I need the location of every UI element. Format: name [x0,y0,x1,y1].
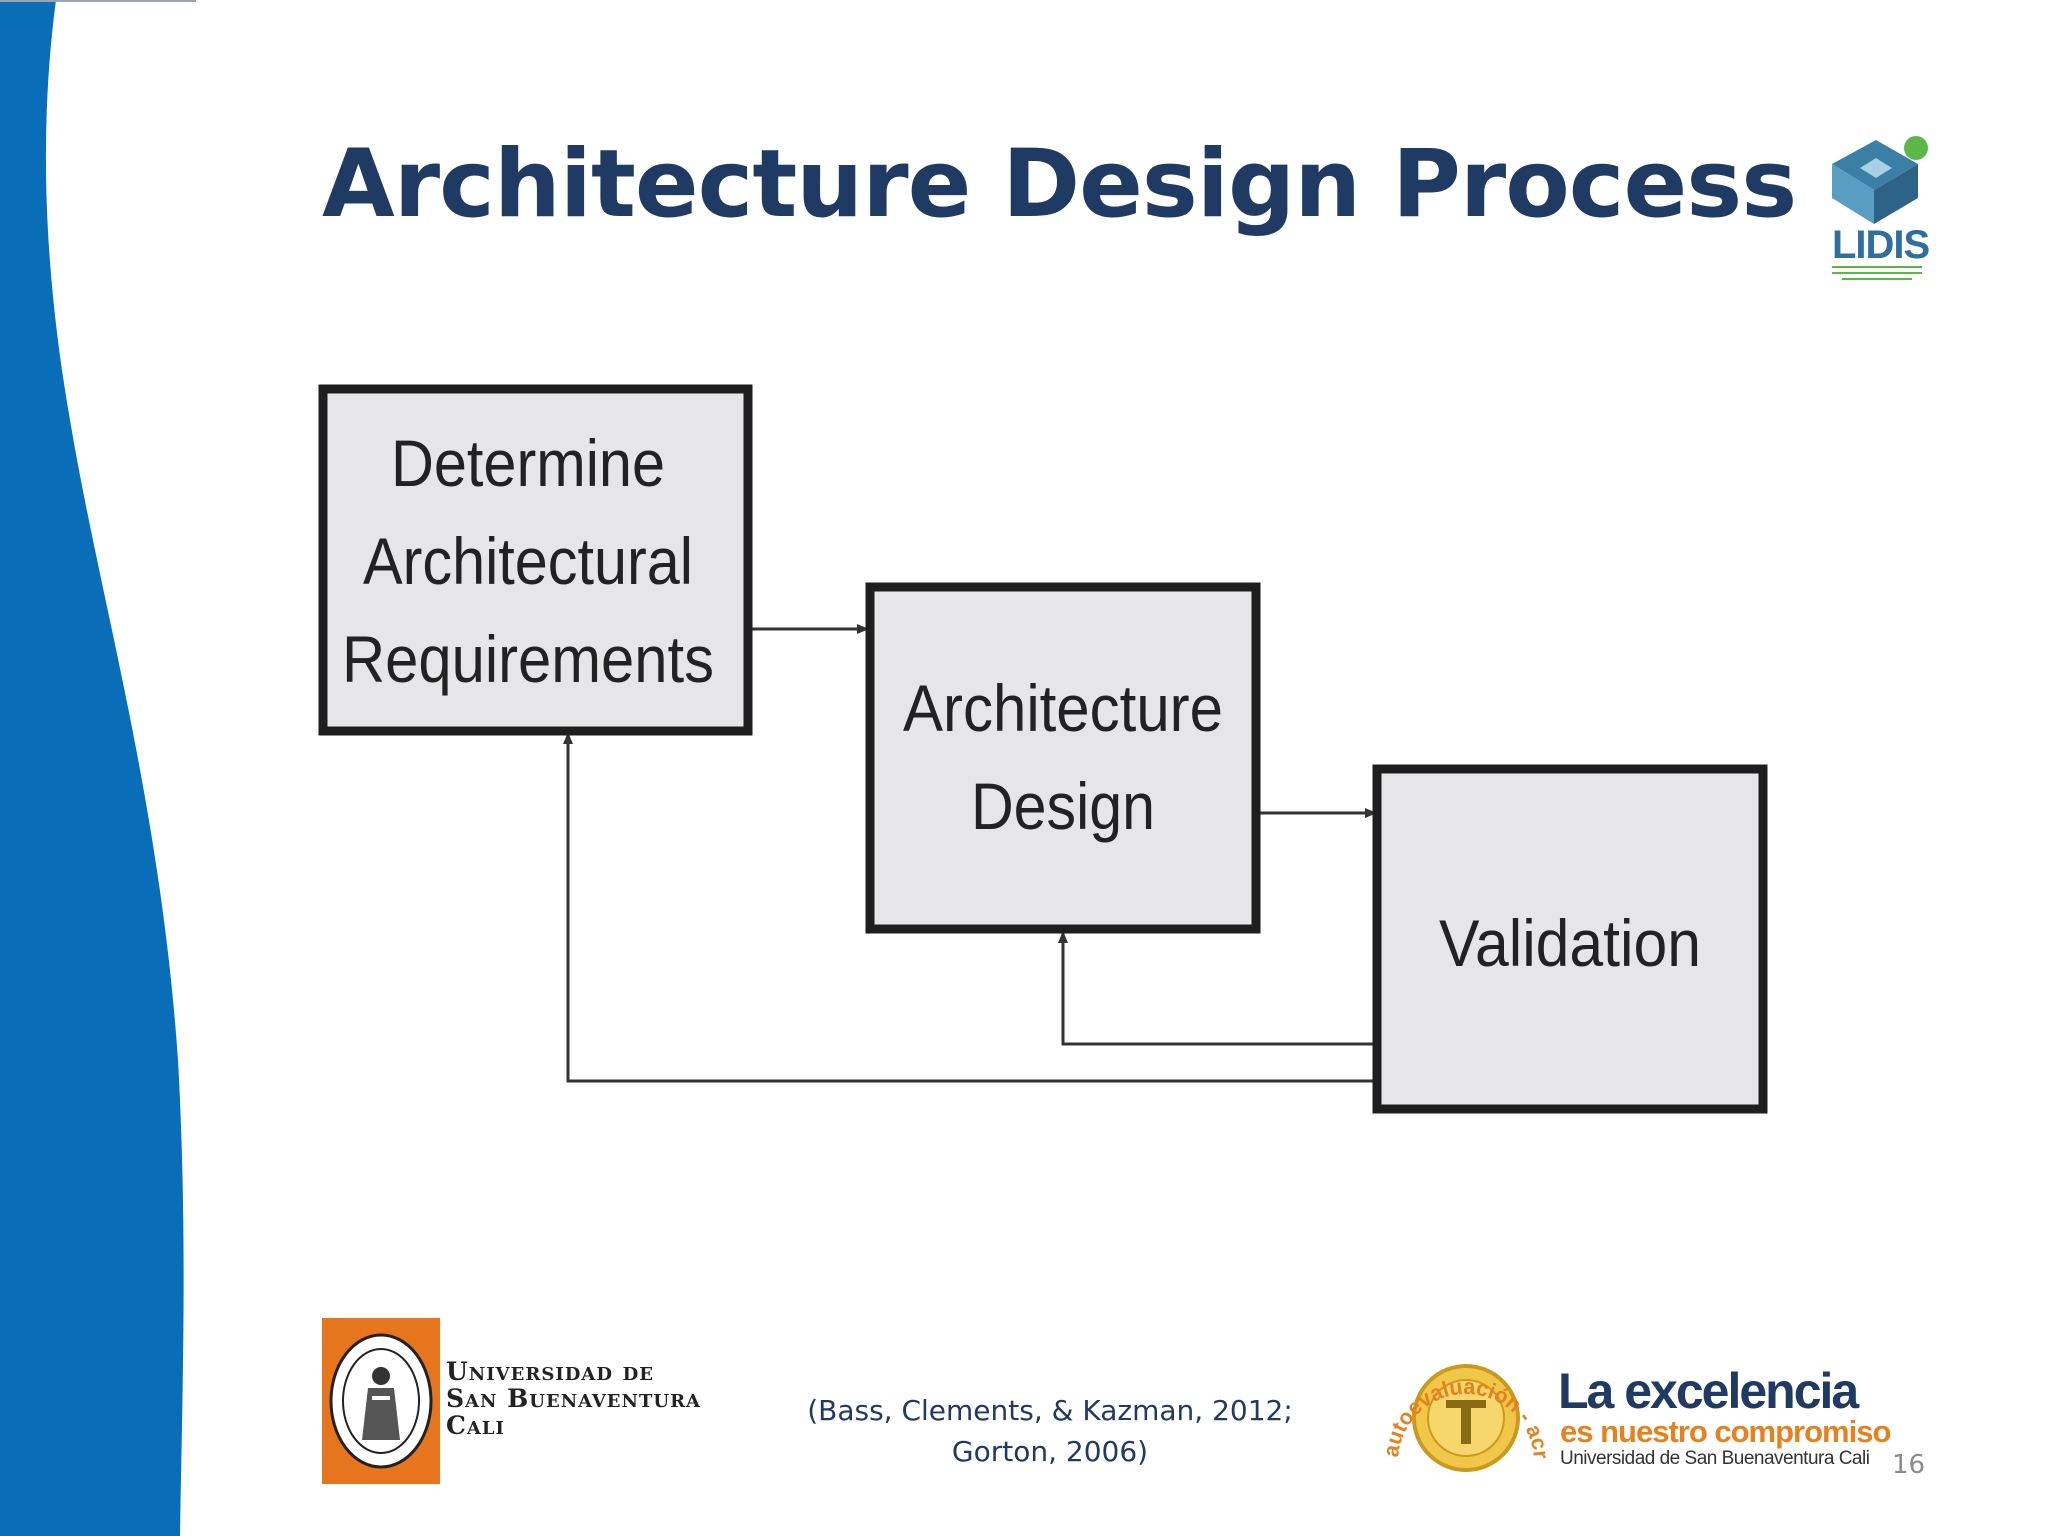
lidis-wordmark: LIDIS [1832,223,1930,267]
accreditation-logo: autoevaluación - acreditación La excelen… [1369,1302,1896,1492]
slide-title: Architecture Design Process [322,130,1797,239]
node-determine-requirements: Determine Architectural Requirements [318,384,753,736]
citation: (Bass, Clements, & Kazman, 2012; Gorton,… [790,1390,1310,1472]
node-requirements-line-3: Requirements [342,622,714,696]
top-divider [0,0,196,2]
usb-line-2: San Buenaventura [446,1384,701,1413]
node-design-line-1: Architecture [903,671,1223,745]
edge-validation-to-design [1058,931,1378,1046]
edge-validation-to-requirements [563,732,1386,1083]
node-validation-line-1: Validation [1439,906,1701,980]
accreditation-seal: autoevaluación - acreditación [1369,1302,1554,1472]
usb-line-1: Universidad de [446,1357,654,1386]
usb-cali-logo: Universidad de San Buenaventura Cali [322,1318,742,1486]
usb-seal-emblem [322,1318,440,1484]
node-requirements-line-2: Architectural [363,524,693,598]
node-requirements-line-1: Determine [391,426,665,500]
node-architecture-design: Architecture Design [865,582,1261,934]
excellence-headline: La excelencia [1558,1363,1859,1419]
side-wave-decoration [0,0,184,1536]
citation-line-2: Gorton, 2006) [951,1435,1149,1468]
citation-line-1: (Bass, Clements, & Kazman, 2012; [807,1394,1293,1427]
excellence-university: Universidad de San Buenaventura Cali [1560,1448,1870,1469]
excellence-subline: es nuestro compromiso [1560,1414,1891,1449]
lidis-logo: LIDIS [1832,136,1931,280]
page-number: 16 [1892,1450,1926,1480]
usb-line-3: Cali [446,1411,505,1440]
usb-wordmark: Universidad de San Buenaventura Cali [446,1358,701,1439]
node-validation-box [1372,764,1768,1114]
node-design-box [865,582,1261,934]
node-requirements-box [318,384,753,736]
node-validation: Validation [1372,764,1768,1114]
node-design-line-2: Design [971,769,1155,843]
